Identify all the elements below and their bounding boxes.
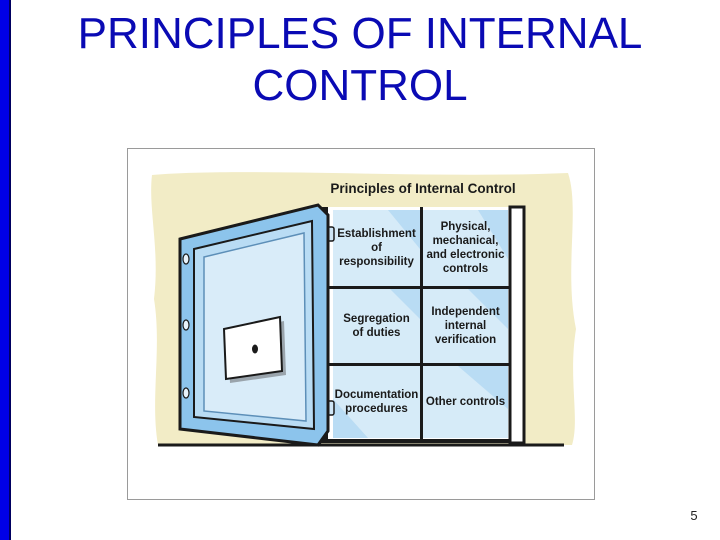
cell-label-physical-controls: Physical, mechanical, and electronic con…	[426, 221, 505, 275]
door-bolt	[182, 319, 190, 331]
safe-illustration: Principles of Internal Control Establish…	[127, 148, 595, 500]
cell-accent	[333, 399, 368, 438]
keyhole-icon	[252, 344, 258, 354]
door-bolt	[182, 253, 190, 265]
cell-accent	[478, 210, 508, 259]
cell-label-verification: Independent internal verification	[431, 306, 500, 346]
shelf-divider-2	[328, 363, 510, 366]
shelf-divider-1	[328, 286, 510, 289]
shelf-divider-vertical	[420, 207, 423, 439]
left-accent-bar	[0, 0, 11, 540]
door-bolt	[182, 387, 190, 399]
cell-label-other-controls: Other controls	[425, 396, 506, 408]
cell-accent	[390, 289, 420, 319]
figure-heading: Principles of Internal Control	[330, 181, 516, 196]
cell-accent	[388, 210, 420, 249]
cell-label-segregation: Segregation of duties	[343, 313, 410, 339]
safe-right-edge	[508, 205, 526, 445]
cell-label-documentation: Documentation procedures	[334, 389, 419, 415]
page-number: 5	[690, 508, 698, 523]
safe-drawing	[151, 172, 576, 447]
cell-accent	[468, 289, 508, 329]
cell-label-establishment: Establishment of responsibility	[337, 228, 416, 268]
slide-title: PRINCIPLES OF INTERNAL CONTROL	[77, 9, 643, 110]
cell-accent	[458, 366, 508, 409]
